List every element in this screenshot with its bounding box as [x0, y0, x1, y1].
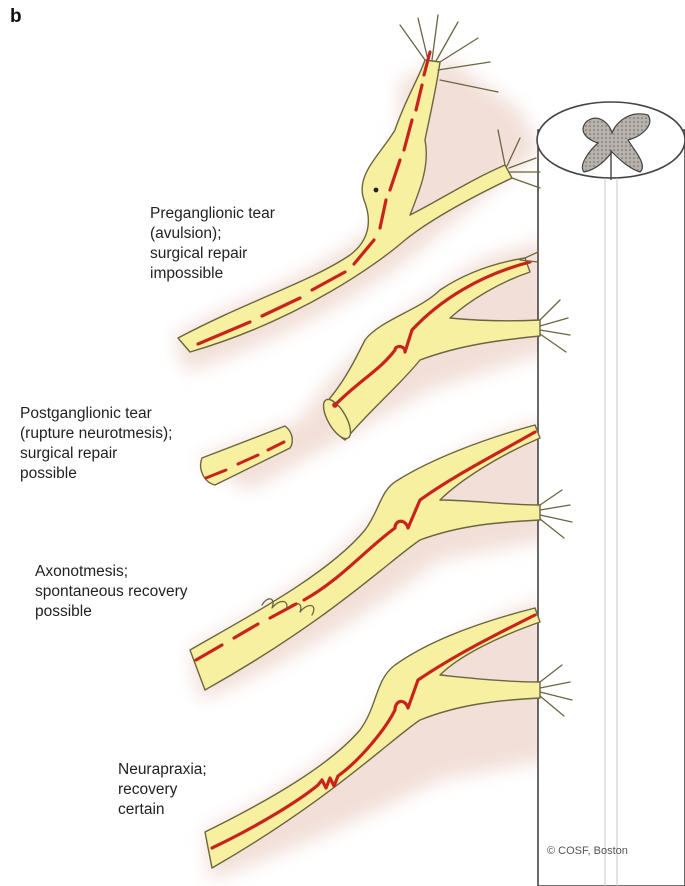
panel-letter: b — [10, 6, 22, 27]
label-line: possible — [35, 603, 92, 620]
label-line: surgical repair — [150, 245, 248, 262]
nerve-neurapraxia — [204, 607, 573, 869]
nerve-preganglionic — [177, 14, 541, 353]
label-line: Neurapraxia; — [118, 761, 207, 778]
label-line: Axonotmesis; — [35, 563, 129, 580]
grey-matter — [581, 113, 651, 173]
label-line: impossible — [150, 265, 224, 282]
label-line: spontaneous recovery — [35, 583, 188, 600]
label-neurapraxia: Neurapraxia; recovery certain — [118, 760, 207, 820]
label-preganglionic-tear: Preganglionic tear (avulsion); surgical … — [150, 204, 275, 284]
label-axonotmesis: Axonotmesis; spontaneous recovery possib… — [35, 562, 188, 622]
label-line: recovery — [118, 781, 178, 798]
spinal-cord — [536, 101, 685, 886]
label-line: Preganglionic tear — [150, 205, 275, 222]
label-line: Postganglionic tear — [20, 405, 152, 422]
label-line: (rupture neurotmesis); — [20, 425, 173, 442]
copyright-credit: © COSF, Boston — [547, 845, 628, 857]
nerve-axonotmesis — [189, 424, 573, 691]
label-line: surgical repair — [20, 445, 118, 462]
label-postganglionic-tear: Postganglionic tear (rupture neurotmesis… — [20, 404, 172, 484]
label-line: possible — [20, 465, 77, 482]
label-line: certain — [118, 801, 165, 818]
nerve-postganglionic — [199, 251, 571, 486]
label-line: (avulsion); — [150, 225, 222, 242]
